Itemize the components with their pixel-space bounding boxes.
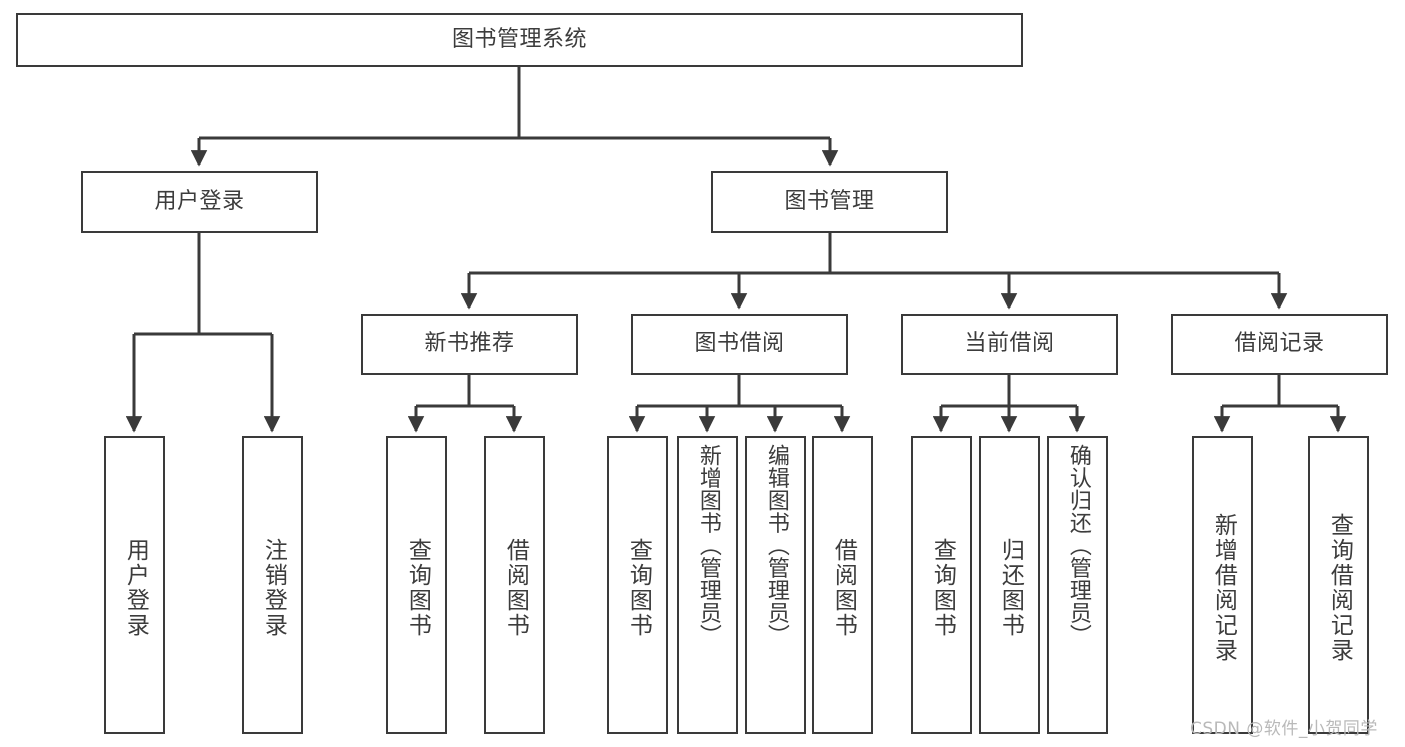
watermark-text: CSDN @软件_小贺同学 bbox=[1190, 719, 1378, 739]
node-book-management[interactable]: 图书管理 bbox=[711, 171, 948, 233]
node-label: 图书管理 bbox=[784, 188, 875, 214]
leaf-borrow-book-2[interactable]: 借阅图书 bbox=[812, 436, 873, 734]
node-current-borrow[interactable]: 当前借阅 bbox=[901, 314, 1118, 375]
leaf-user-login[interactable]: 用户登录 bbox=[104, 436, 165, 734]
node-label: 编辑图书（管理员） bbox=[763, 444, 789, 647]
leaf-add-book-admin[interactable]: 新增图书（管理员） bbox=[677, 436, 738, 734]
leaf-confirm-return-admin[interactable]: 确认归还（管理员） bbox=[1047, 436, 1108, 734]
leaf-query-book-1[interactable]: 查询图书 bbox=[386, 436, 447, 734]
node-label: 图书管理系统 bbox=[451, 26, 587, 52]
leaf-query-book-2[interactable]: 查询图书 bbox=[607, 436, 668, 734]
node-label: 当前借阅 bbox=[964, 331, 1055, 357]
leaf-query-book-3[interactable]: 查询图书 bbox=[911, 436, 972, 734]
node-label: 图书借阅 bbox=[694, 331, 785, 357]
leaf-return-book[interactable]: 归还图书 bbox=[979, 436, 1040, 734]
node-label: 借阅图书 bbox=[830, 538, 857, 638]
node-book-borrow[interactable]: 图书借阅 bbox=[631, 314, 848, 375]
node-label: 查询图书 bbox=[404, 538, 431, 638]
leaf-logout-login[interactable]: 注销登录 bbox=[242, 436, 303, 734]
node-label: 新增图书（管理员） bbox=[695, 444, 721, 647]
leaf-borrow-book-1[interactable]: 借阅图书 bbox=[484, 436, 545, 734]
node-user-login[interactable]: 用户登录 bbox=[81, 171, 318, 233]
node-borrow-record[interactable]: 借阅记录 bbox=[1171, 314, 1388, 375]
node-label: 查询图书 bbox=[929, 538, 956, 638]
leaf-add-borrow-record[interactable]: 新增借阅记录 bbox=[1192, 436, 1253, 734]
node-new-book-recommend[interactable]: 新书推荐 bbox=[361, 314, 578, 375]
node-label: 新增借阅记录 bbox=[1210, 513, 1237, 663]
node-label: 查询借阅记录 bbox=[1326, 513, 1353, 663]
node-book-management-system[interactable]: 图书管理系统 bbox=[16, 13, 1023, 67]
node-label: 用户登录 bbox=[122, 538, 149, 638]
node-label: 新书推荐 bbox=[424, 331, 515, 357]
csdn-watermark: CSDN @软件_小贺同学 bbox=[1190, 714, 1378, 739]
node-label: 归还图书 bbox=[997, 538, 1024, 638]
node-label: 借阅图书 bbox=[502, 538, 529, 638]
node-label: 注销登录 bbox=[260, 538, 287, 638]
node-label: 借阅记录 bbox=[1234, 331, 1325, 357]
node-label: 查询图书 bbox=[625, 538, 652, 638]
node-label: 用户登录 bbox=[154, 188, 245, 214]
leaf-edit-book-admin[interactable]: 编辑图书（管理员） bbox=[745, 436, 806, 734]
leaf-query-borrow-record[interactable]: 查询借阅记录 bbox=[1308, 436, 1369, 734]
node-label: 确认归还（管理员） bbox=[1065, 444, 1091, 647]
